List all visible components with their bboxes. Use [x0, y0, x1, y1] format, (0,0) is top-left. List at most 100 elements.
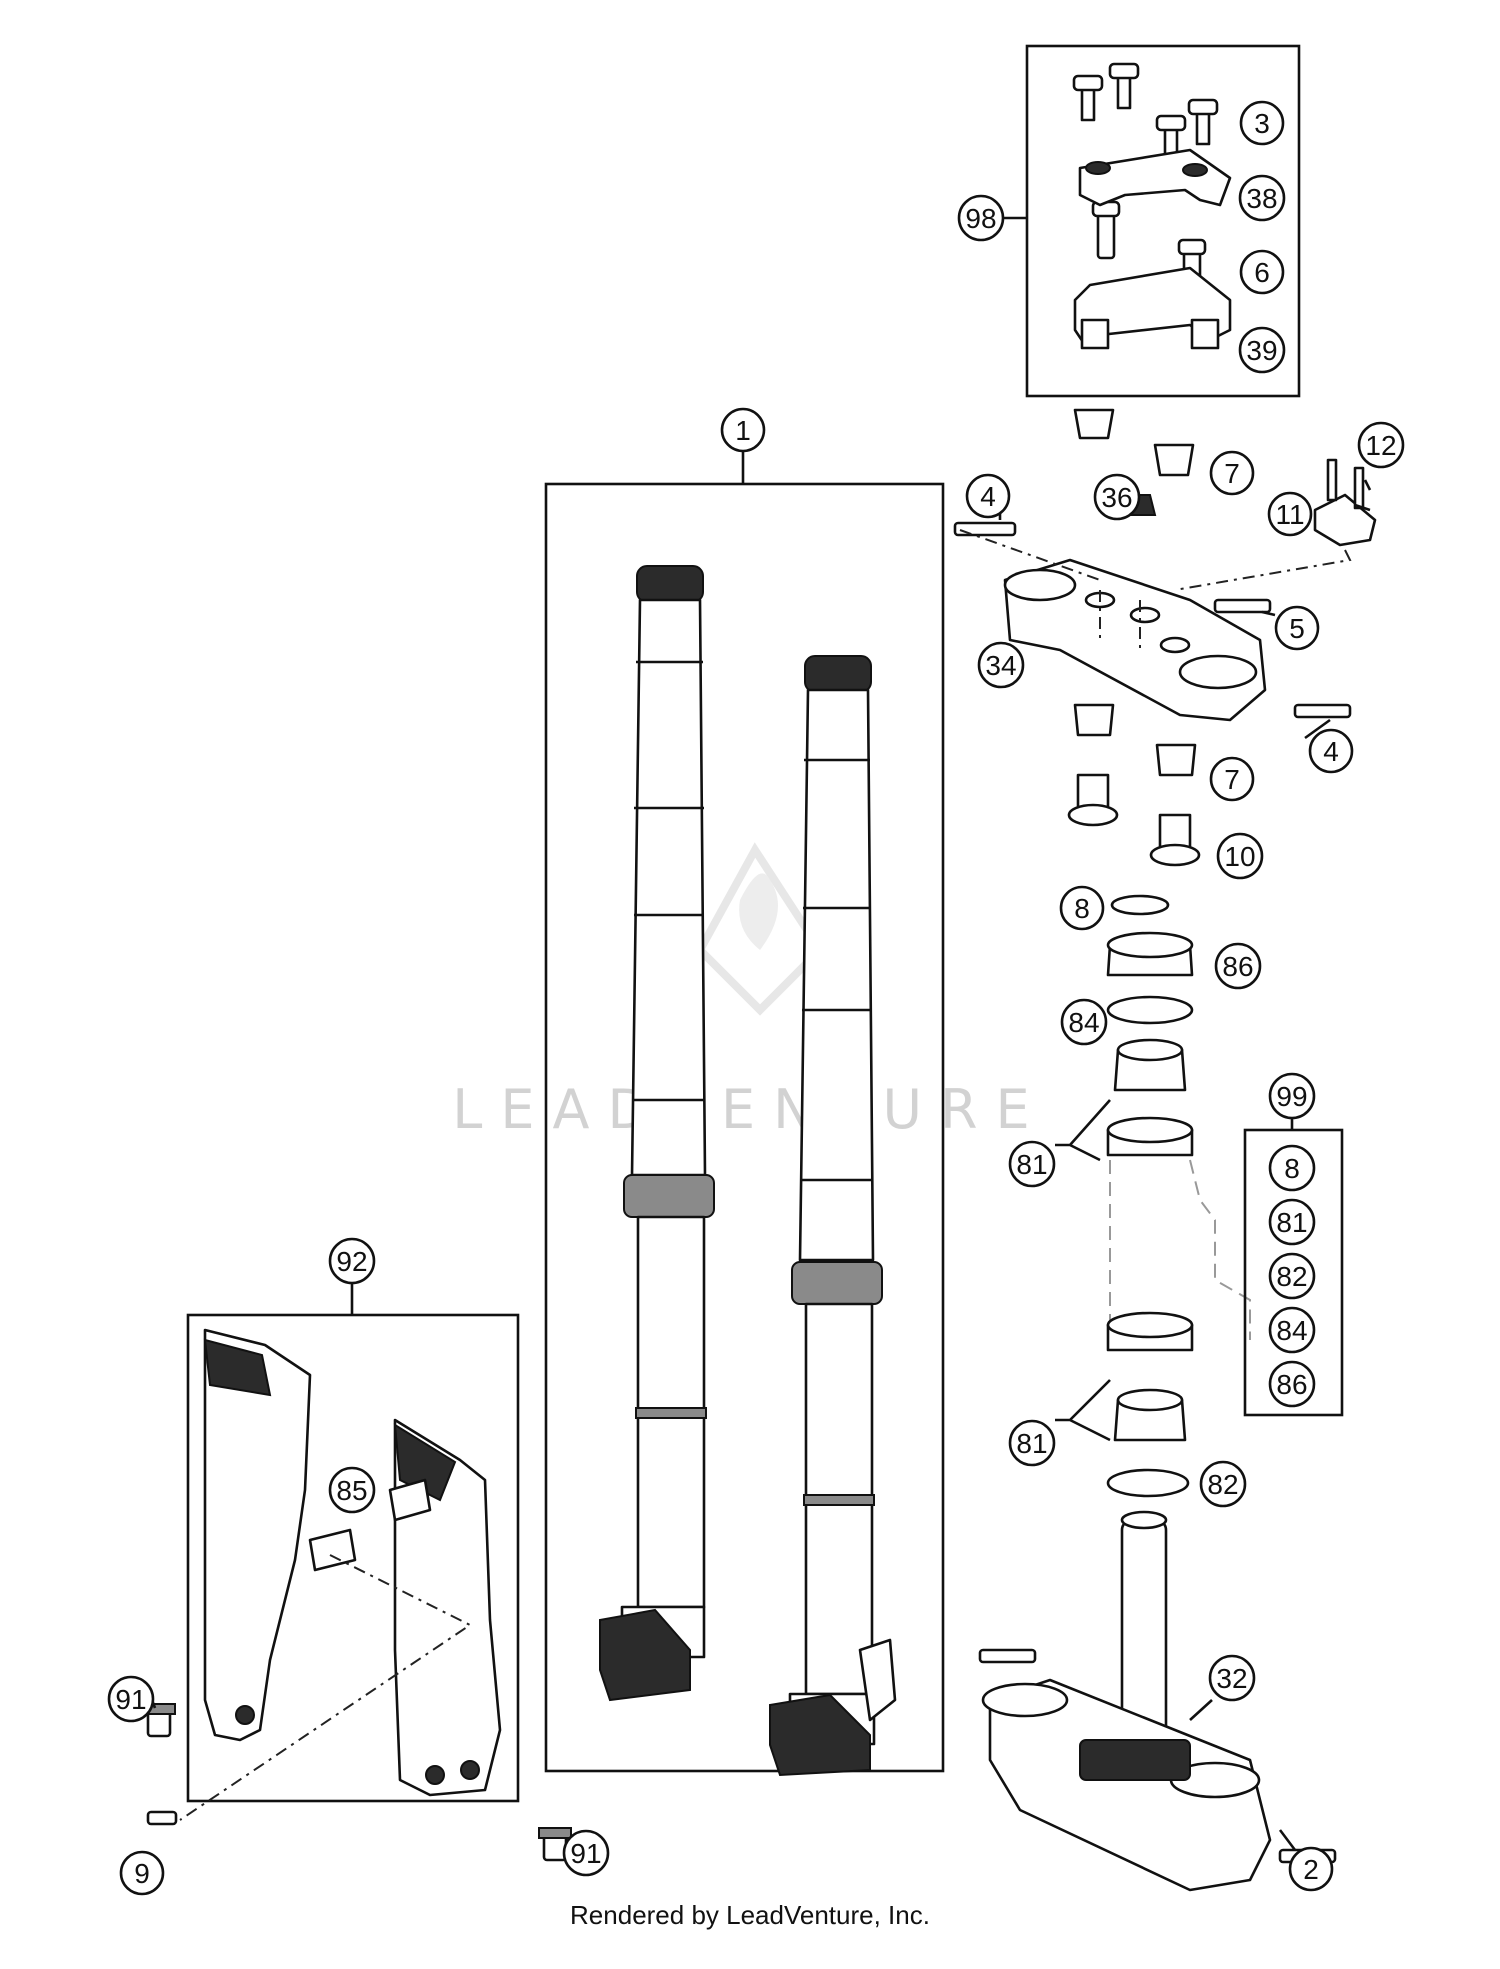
- svg-text:38: 38: [1246, 183, 1277, 214]
- triple-clamp-leader-lines: [959, 529, 1352, 650]
- svg-text:10: 10: [1224, 841, 1255, 872]
- svg-text:12: 12: [1365, 430, 1396, 461]
- callout-81-top: 81: [1008, 1140, 1056, 1188]
- bushing-7-top-a: [1073, 408, 1115, 440]
- kit99-list: 8 81 82 84 86: [1268, 1144, 1316, 1408]
- watermark-logo: [695, 842, 826, 1016]
- kit99-item: 81: [1268, 1198, 1316, 1246]
- callout-39: 39: [1238, 326, 1286, 374]
- seal-82: [1106, 1468, 1190, 1498]
- svg-text:5: 5: [1289, 613, 1305, 644]
- callout-34: 34: [977, 641, 1025, 689]
- kit99-item: 84: [1268, 1306, 1316, 1354]
- callout-1: 1: [720, 407, 766, 453]
- bolt-91-right: [538, 1827, 572, 1862]
- svg-text:8: 8: [1284, 1153, 1300, 1184]
- callout-7-top: 7: [1209, 450, 1255, 496]
- callout-92: 92: [328, 1237, 376, 1285]
- svg-text:36: 36: [1101, 482, 1132, 513]
- kit99-item: 8: [1268, 1144, 1316, 1192]
- callout-91-right: 91: [562, 1829, 610, 1877]
- bushing-7-top-b: [1153, 443, 1195, 477]
- callout-4-bottom: 4: [1308, 728, 1354, 774]
- svg-text:7: 7: [1224, 764, 1240, 795]
- svg-text:4: 4: [1323, 736, 1339, 767]
- callout-91-left: 91: [107, 1675, 155, 1723]
- bushing-7-bottom-a: [1073, 703, 1115, 737]
- bearing-race-81-bottom: [1106, 1311, 1194, 1352]
- kit99-item: 86: [1268, 1360, 1316, 1408]
- ring-84: [1106, 995, 1194, 1025]
- svg-text:86: 86: [1222, 951, 1253, 982]
- fork-guard-right: [393, 1418, 502, 1797]
- svg-text:1: 1: [735, 415, 751, 446]
- svg-text:32: 32: [1216, 1663, 1247, 1694]
- svg-text:81: 81: [1276, 1207, 1307, 1238]
- callout-12: 12: [1357, 421, 1405, 469]
- fork-guard-left: [203, 1328, 312, 1742]
- lower-clamp-39: [1073, 266, 1232, 350]
- callout-11: 11: [1267, 491, 1313, 537]
- bolt-4-top: [953, 521, 1017, 537]
- svg-text:7: 7: [1224, 458, 1240, 489]
- svg-text:84: 84: [1068, 1007, 1099, 1038]
- callout-86: 86: [1214, 942, 1262, 990]
- svg-text:82: 82: [1276, 1261, 1307, 1292]
- spacer-10: [1067, 773, 1201, 867]
- callout-98: 98: [957, 194, 1005, 242]
- callout-85: 85: [328, 1466, 376, 1514]
- callout-36: 36: [1093, 473, 1141, 521]
- svg-text:81: 81: [1016, 1428, 1047, 1459]
- kit-box-98: [1025, 44, 1301, 398]
- svg-text:86: 86: [1276, 1369, 1307, 1400]
- svg-text:85: 85: [336, 1475, 367, 1506]
- svg-text:81: 81: [1016, 1149, 1047, 1180]
- svg-text:98: 98: [965, 203, 996, 234]
- callout-84: 84: [1060, 998, 1108, 1046]
- callout-9: 9: [119, 1850, 165, 1896]
- svg-text:99: 99: [1276, 1081, 1307, 1112]
- steering-head-outline: [1109, 1159, 1251, 1340]
- svg-text:6: 6: [1254, 257, 1270, 288]
- svg-text:84: 84: [1276, 1315, 1307, 1346]
- clamp-bolts: [1072, 62, 1219, 298]
- callout-99: 99: [1268, 1072, 1316, 1120]
- callout-38: 38: [1238, 174, 1286, 222]
- upper-triple-clamp-34: [1003, 558, 1267, 722]
- upper-clamp-38: [1078, 148, 1232, 207]
- svg-text:9: 9: [134, 1858, 150, 1889]
- footer-credit: Rendered by LeadVenture, Inc.: [570, 1900, 930, 1930]
- guard-leader-lines: [179, 1554, 472, 1821]
- fork-leg-left: [599, 565, 715, 1702]
- callout-6: 6: [1239, 249, 1285, 295]
- callout-82: 82: [1199, 1460, 1247, 1508]
- callout-32: 32: [1208, 1654, 1256, 1702]
- callout-4-top: 4: [965, 473, 1011, 519]
- svg-text:82: 82: [1207, 1469, 1238, 1500]
- svg-text:8: 8: [1074, 893, 1090, 924]
- clamp-11: [1313, 458, 1377, 547]
- svg-text:2: 2: [1303, 1854, 1319, 1885]
- bolt-5: [1213, 598, 1272, 614]
- callouts: 1 98 3 38 6 39 4 7 36 12 11 5 34 4 7 10 …: [107, 100, 1405, 1896]
- bearing-81-leaders: [1055, 1099, 1111, 1442]
- o-ring-8: [1110, 894, 1170, 916]
- bearing-81-top: [1113, 1038, 1187, 1092]
- svg-text:11: 11: [1275, 499, 1304, 530]
- callout-10: 10: [1216, 832, 1264, 880]
- svg-text:3: 3: [1254, 108, 1270, 139]
- svg-text:91: 91: [570, 1838, 601, 1869]
- watermark: LEADVENTURE: [452, 842, 1030, 1141]
- bolt-2-top: [978, 1648, 1037, 1664]
- svg-text:34: 34: [985, 650, 1016, 681]
- callout-2: 2: [1288, 1846, 1334, 1892]
- svg-text:92: 92: [336, 1246, 367, 1277]
- fork-guard-clip-85: [308, 1478, 432, 1572]
- bearing-race-81-top: [1106, 1116, 1194, 1157]
- bolt-4-bottom: [1293, 703, 1352, 719]
- callout-3: 3: [1239, 100, 1285, 146]
- svg-text:91: 91: [115, 1684, 146, 1715]
- seal-86: [1106, 931, 1194, 977]
- bushing-7-bottom-b: [1155, 743, 1197, 777]
